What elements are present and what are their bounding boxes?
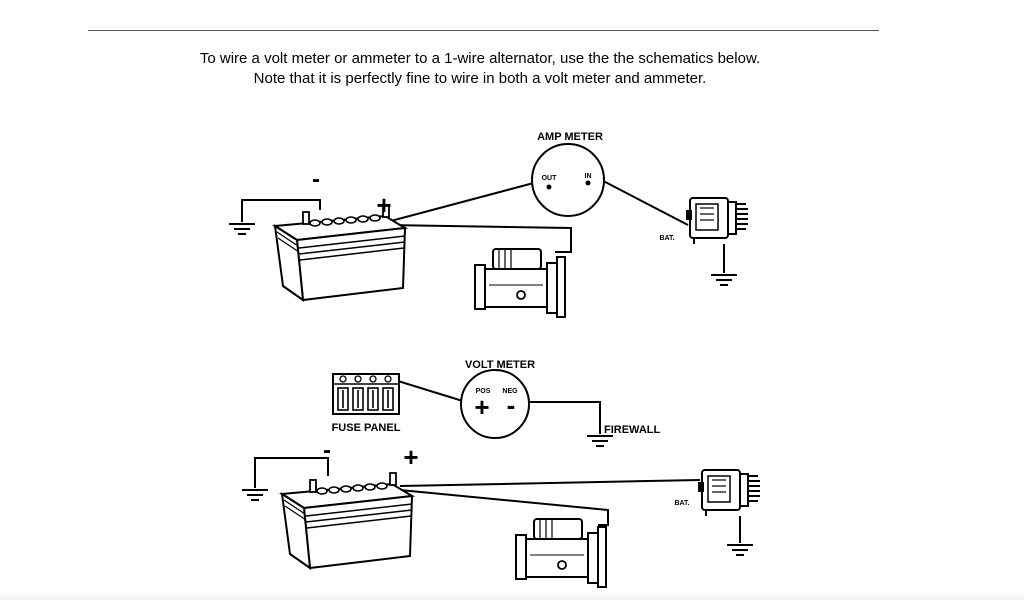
fuse-panel-icon <box>332 373 400 415</box>
voltmeter-diagram: VOLT METER POS NEG + - FUSE PANEL FIREWA… <box>241 359 761 588</box>
starter-motor-icon <box>474 248 566 318</box>
battery-to-amp-out-wire <box>386 179 546 223</box>
amp-out-label: OUT <box>542 175 558 182</box>
volt-minus-symbol: - <box>507 390 516 420</box>
ground-icon <box>241 489 269 501</box>
fuse-panel-label: FUSE PANEL <box>332 422 401 434</box>
amp-in-label: IN <box>585 173 592 180</box>
firewall-ground-icon <box>586 435 614 447</box>
amp-meter-gauge <box>531 143 605 217</box>
battery-icon <box>281 472 413 569</box>
intro-line-2: Note that it is perfectly fine to wire i… <box>253 70 707 87</box>
alternator-bat-label: BAT. <box>659 235 674 242</box>
battery-to-starter-wire <box>399 489 609 526</box>
alternator-icon <box>685 197 749 245</box>
volt-plus-symbol: + <box>474 392 489 422</box>
alternator-bat-label: BAT. <box>674 500 689 507</box>
amp-out-terminal <box>546 184 552 190</box>
battery-to-starter-wire <box>386 224 572 253</box>
volt-neg-label: NEG <box>502 388 518 395</box>
battery-negative-ground-wire <box>254 457 329 488</box>
battery-negative-symbol: - <box>323 437 331 464</box>
fuse-to-volt-pos-wire <box>397 380 467 403</box>
ground-icon <box>710 274 738 286</box>
volt-pos-label: POS <box>476 388 491 395</box>
volt-neg-to-firewall-wire <box>524 401 601 434</box>
battery-positive-symbol: + <box>403 442 418 472</box>
battery-positive-symbol: + <box>376 190 391 220</box>
bottom-edge <box>0 592 1024 600</box>
ammeter-diagram: AMP METER OUT IN - + BAT. <box>228 131 749 318</box>
alternator-icon <box>697 469 761 517</box>
ground-icon <box>726 544 754 556</box>
starter-motor-icon <box>515 518 607 588</box>
battery-to-alternator-wire <box>399 479 701 487</box>
amp-meter-label: AMP METER <box>537 131 603 143</box>
battery-negative-symbol: - <box>312 166 320 193</box>
amp-in-terminal <box>585 180 591 186</box>
volt-meter-label: VOLT METER <box>465 359 535 371</box>
top-divider <box>88 30 879 31</box>
intro-line-1: To wire a volt meter or ammeter to a 1-w… <box>199 50 761 67</box>
volt-meter-gauge <box>460 369 530 439</box>
battery-negative-ground-wire <box>241 199 321 222</box>
ground-icon <box>228 223 256 235</box>
firewall-label: FIREWALL <box>604 424 660 436</box>
